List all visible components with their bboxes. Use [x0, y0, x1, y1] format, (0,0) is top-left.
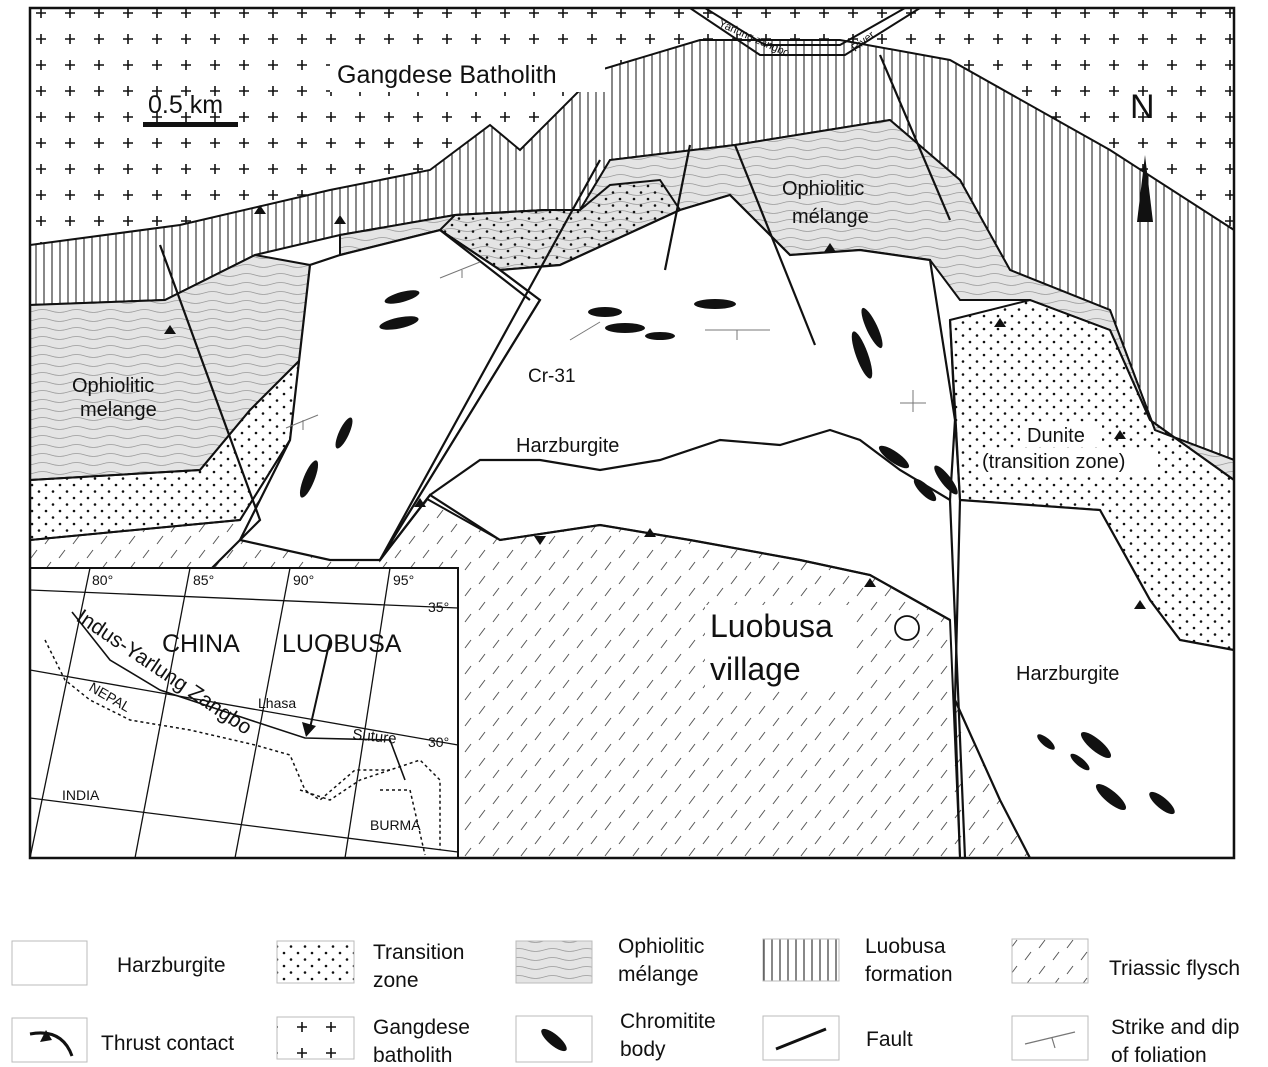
inset-lon-85: 85°	[193, 572, 214, 588]
legend-chromitite-1: Chromitite	[620, 1010, 716, 1033]
legend-swatch-transition	[276, 940, 355, 984]
legend-transition-1: Transition	[373, 941, 464, 964]
inset-lat-30: 30°	[428, 734, 449, 750]
inset-china: CHINA	[162, 630, 240, 658]
north-label: N	[1130, 88, 1155, 126]
thrust-tooth-symbol	[40, 1030, 52, 1042]
map-frame	[28, 6, 1236, 860]
legend-triassic: Triassic flysch	[1109, 957, 1240, 980]
legend-transition-2: zone	[373, 969, 419, 992]
legend-swatch-triassic	[1011, 938, 1089, 984]
harzburgite-east-block	[953, 498, 1234, 858]
map-body: Gangdese Batholith Yarlung zangbo River …	[30, 8, 1234, 858]
inset-map: 80° 85° 90° 95° 35° 30° CHINA LUOBUSA In…	[30, 567, 459, 858]
label-harzburgite-right: Harzburgite	[1016, 663, 1119, 685]
label-village-1: Luobusa	[710, 608, 833, 644]
legend-harzburgite: Harzburgite	[117, 954, 226, 977]
strike-dip-symbol	[1024, 1031, 1076, 1049]
legend-swatch-luobusa	[762, 938, 840, 982]
inset-lat-35: 35°	[428, 599, 449, 615]
yarlung-zangbo-river	[689, 8, 921, 56]
chromitite-bodies	[299, 290, 1175, 815]
river-bank	[704, 8, 906, 46]
label-dunite-1: Dunite	[1027, 425, 1085, 447]
legend-strike-2: of foliation	[1111, 1044, 1207, 1067]
label-village-2: village	[710, 651, 801, 687]
legend-chromitite-2: body	[620, 1038, 666, 1061]
inset-india: INDIA	[62, 787, 100, 803]
inset-lon-95: 95°	[393, 572, 414, 588]
harzburgite-village-boundary	[379, 493, 951, 621]
inset-luobusa: LUOBUSA	[282, 630, 402, 658]
label-cr31: Cr-31	[528, 366, 576, 387]
legend-swatch-melange	[515, 940, 593, 984]
legend-swatch-harzburgite	[11, 940, 88, 986]
legend-swatch-fault	[762, 1015, 840, 1061]
label-harzburgite-center: Harzburgite	[516, 435, 619, 457]
scale-label: 0.5 km	[148, 91, 223, 119]
label-melange-top-2: mélange	[792, 206, 869, 228]
label-melange-left-1: Ophiolitic	[72, 375, 154, 397]
legend: Harzburgite Transition zone Ophiolitic m…	[11, 935, 1240, 1067]
legend-swatch-gangdese	[276, 1016, 355, 1060]
inset-suture-2: Suture	[352, 726, 398, 748]
legend-luobusa-2: formation	[865, 963, 953, 986]
legend-gangdese-1: Gangdese	[373, 1016, 470, 1039]
inset-lon-90: 90°	[293, 572, 314, 588]
legend-fault: Fault	[866, 1028, 913, 1051]
scale-bar	[143, 122, 238, 127]
fault-symbol	[775, 1027, 827, 1051]
chromitite-symbol	[541, 1028, 567, 1052]
legend-thrust: Thrust contact	[101, 1032, 234, 1055]
inset-lon-80: 80°	[92, 572, 113, 588]
legend-melange-1: Ophiolitic	[618, 935, 704, 958]
north-arrow	[1137, 155, 1153, 222]
legend-strike-1: Strike and dip	[1111, 1016, 1239, 1039]
village-location-circle	[894, 615, 920, 641]
strike-dip-symbols	[285, 261, 926, 430]
legend-gangdese-2: batholith	[373, 1044, 452, 1067]
thrust-contact-symbol	[29, 1031, 74, 1057]
label-melange-top-1: Ophiolitic	[782, 178, 864, 200]
legend-melange-2: mélange	[618, 963, 699, 986]
fault-lines	[158, 54, 967, 858]
thrust-teeth	[164, 205, 1146, 609]
gangdese-title: Gangdese Batholith	[337, 61, 557, 89]
label-melange-left-2: melange	[80, 399, 157, 421]
inset-burma: BURMA	[370, 817, 421, 833]
legend-luobusa-1: Luobusa	[865, 935, 946, 958]
label-dunite-2: (transition zone)	[982, 451, 1125, 473]
inset-lhasa: Lhasa	[258, 695, 296, 711]
